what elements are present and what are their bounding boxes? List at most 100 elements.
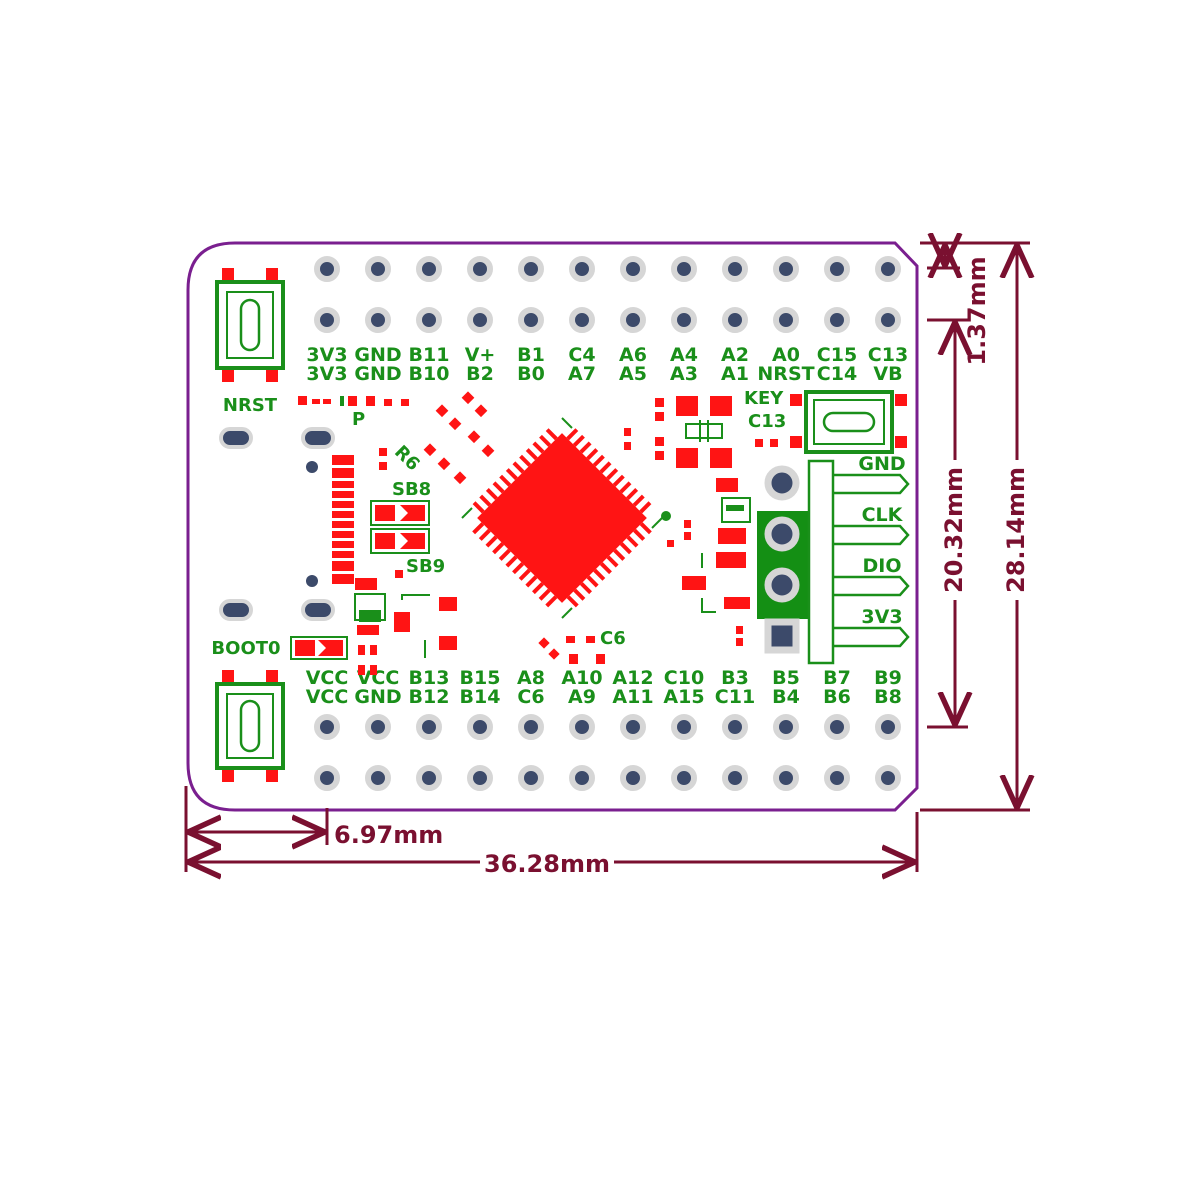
- pin-label: VCC: [357, 667, 400, 689]
- mcu-pin: [612, 474, 625, 487]
- mcu-pin: [532, 582, 545, 595]
- pad-hole: [620, 714, 646, 740]
- pad-hole: [824, 765, 850, 791]
- pad-hole: [722, 714, 748, 740]
- pad-hole: [467, 307, 493, 333]
- mcu-pin: [586, 448, 599, 461]
- boot0-jumper: [290, 636, 348, 660]
- pad-hole: [518, 307, 544, 333]
- pad-hole: [518, 765, 544, 791]
- passive-components-right: [667, 478, 751, 646]
- mcu-pin: [639, 501, 652, 514]
- pin-label: 3V3: [306, 363, 347, 385]
- mcu-pin: [573, 588, 586, 601]
- pin-label: A6: [619, 344, 647, 366]
- pad-hole: [518, 256, 544, 282]
- boot0-button: [215, 670, 285, 782]
- mcu-pin: [492, 481, 505, 494]
- bottom-label-row-2: VCC GND B12 B14 C6 A9 A11 A15 C11 B4 B6 …: [306, 686, 902, 708]
- mcu-pin: [606, 468, 619, 481]
- pin-label: C11: [715, 686, 755, 708]
- mcu-pin: [472, 522, 485, 535]
- pin-label: C15: [817, 344, 857, 366]
- key-button: [790, 390, 907, 454]
- crystal-area: [655, 396, 778, 468]
- mcu-pin: [579, 441, 592, 454]
- pin-label: B10: [409, 363, 450, 385]
- mcu-pin: [472, 501, 485, 514]
- p-label: P: [352, 409, 365, 430]
- pin-label: B8: [874, 686, 902, 708]
- pin-label: NRST: [757, 363, 814, 385]
- pad-hole: [314, 765, 340, 791]
- nrst-label: NRST: [223, 395, 278, 416]
- pin-label: C4: [568, 344, 595, 366]
- pin-label: V+: [465, 344, 496, 366]
- mcu-pin: [626, 535, 639, 548]
- pin-label: B1: [517, 344, 545, 366]
- pad-hole: [518, 714, 544, 740]
- pad-hole: [365, 714, 391, 740]
- pad-hole: [773, 714, 799, 740]
- pad-hole: [365, 765, 391, 791]
- pin-label: A15: [663, 686, 704, 708]
- pin-label: B9: [874, 667, 902, 689]
- header-pads: [314, 256, 901, 791]
- pin-label: A4: [670, 344, 698, 366]
- pin-label: GND: [354, 363, 401, 385]
- mcu-pin: [518, 568, 531, 581]
- pin-label: B7: [823, 667, 851, 689]
- boot0-label: BOOT0: [211, 638, 280, 659]
- pin-label: B11: [409, 344, 450, 366]
- swd-label-gnd: GND: [858, 453, 905, 475]
- pad-hole: [671, 256, 697, 282]
- mcu-pin: [532, 441, 545, 454]
- pin-label: B0: [517, 363, 545, 385]
- mcu-pin: [545, 428, 558, 441]
- mcu-pin: [592, 454, 605, 467]
- pad-hole: [416, 714, 442, 740]
- pad-hole: [365, 307, 391, 333]
- mcu-pin: [505, 555, 518, 568]
- usb-connector: [219, 427, 354, 621]
- pin-label: B5: [772, 667, 800, 689]
- pad-hole: [722, 256, 748, 282]
- pin-label: A0: [772, 344, 800, 366]
- sb8-label: SB8: [392, 479, 431, 500]
- pad-hole: [671, 765, 697, 791]
- pad-hole: [569, 714, 595, 740]
- pad-hole: [416, 765, 442, 791]
- pad-hole: [824, 714, 850, 740]
- mcu-chip: [461, 417, 671, 619]
- mcu-pin: [619, 481, 632, 494]
- pad-hole: [773, 307, 799, 333]
- swd-label-clk: CLK: [862, 504, 904, 526]
- pad-hole: [314, 307, 340, 333]
- pad-hole: [467, 714, 493, 740]
- top-label-row-1: 3V3 GND B11 V+ B1 C4 A6 A4 A2 A0 C15 C13: [306, 344, 908, 366]
- mcu-pin: [545, 595, 558, 608]
- top-pin-labels: 3V3 GND B11 V+ B1 C4 A6 A4 A2 A0 C15 C13…: [306, 344, 908, 385]
- mcu-pin: [626, 488, 639, 501]
- pad-hole: [671, 714, 697, 740]
- pad-hole: [875, 714, 901, 740]
- pad-hole: [773, 765, 799, 791]
- pad-hole: [620, 765, 646, 791]
- dim-label-pin-span: 20.32mm: [940, 467, 968, 593]
- mcu-pin: [606, 555, 619, 568]
- mcu-pin: [632, 494, 645, 507]
- pin-label: B13: [409, 667, 450, 689]
- pad-hole: [314, 714, 340, 740]
- mcu-pin: [498, 548, 511, 561]
- pin-label: GND: [354, 686, 401, 708]
- pad-hole: [773, 256, 799, 282]
- pin-label: B3: [721, 667, 749, 689]
- mcu-pin: [485, 535, 498, 548]
- pin-label: B14: [460, 686, 501, 708]
- sb9-label: SB9: [406, 556, 445, 577]
- pin-label: VB: [873, 363, 902, 385]
- pin-label: A12: [612, 667, 653, 689]
- pin-label: B15: [460, 667, 501, 689]
- nrst-button: [215, 268, 285, 382]
- pin-label: A5: [619, 363, 647, 385]
